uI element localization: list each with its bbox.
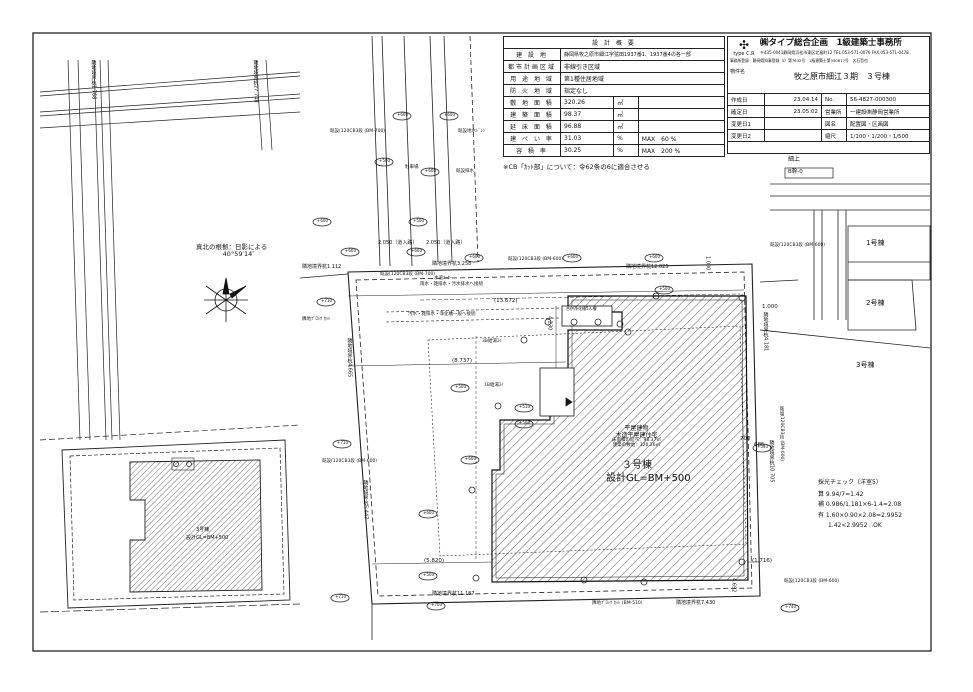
sheet-border xyxy=(32,32,932,652)
design-summary-table: 設 計 概 要 建 設 地静岡県牧之原市細江字弦田1937番1、1937番4の各… xyxy=(503,36,726,157)
site-plan-main xyxy=(299,35,800,640)
summary-note: ※CB「ｶｯﾄ部」について：令62条の6に適合させる xyxy=(503,163,650,171)
project-name: 牧之原市細江３期 ３号棟 xyxy=(794,72,890,81)
septic-tank xyxy=(561,305,613,327)
design-gl: 設計GL=BM+500 xyxy=(606,473,691,484)
entrance-box xyxy=(539,367,575,417)
keyplan-lot-2: 2号棟 xyxy=(866,299,885,307)
keyplan-lot-1: 1号棟 xyxy=(866,239,885,247)
table-row: 建 設 地静岡県牧之原市細江字弦田1937番1、1937番4の各一部 xyxy=(503,48,725,61)
north-arrow-icon xyxy=(204,277,248,322)
table-row: 用 途 地 域第1種住居地域 xyxy=(503,72,725,85)
keyplan-lot-3: 3号棟 xyxy=(856,361,875,369)
company-address: 〒435-0041静岡県浜松市東区北島町12 TEL.053-571-0076 … xyxy=(760,50,909,55)
building-info: 平屋建物 木造平屋建住宅 床面積の延べ：98.37㎡ 建築の敷地：320.26㎡ xyxy=(612,425,661,449)
company-logo: ✣ type C.R xyxy=(730,39,758,57)
daylight-check: 採光チェック（洋室5） 算 9.94/7=1.42 補 0.986/1.181×… xyxy=(818,479,903,530)
site-plan-small xyxy=(39,59,301,613)
building-number: ３号棟 xyxy=(622,460,652,471)
table-row: 都市計画区域非線引き区域 xyxy=(503,60,725,73)
summary-header: 設 計 概 要 xyxy=(503,36,725,49)
north-basis: 真北の根拠：日影による 40°59′14″ xyxy=(196,243,268,259)
building-footprint xyxy=(491,295,749,583)
company-name: ㈱タイプ総合企画 1級建築士事務所 xyxy=(760,38,902,48)
key-plan xyxy=(759,167,931,349)
logo-mark-icon: ✣ xyxy=(738,38,750,52)
title-block: ✣ type C.R ㈱タイプ総合企画 1級建築士事務所 〒435-0041静岡… xyxy=(727,36,930,154)
table-row: 防 火 地 域指定なし xyxy=(503,84,725,97)
company-registration: 事務所登録 静岡県知事登録（Ⅰ）第7632号 1級建築士第350817号 大石哲… xyxy=(730,58,868,63)
